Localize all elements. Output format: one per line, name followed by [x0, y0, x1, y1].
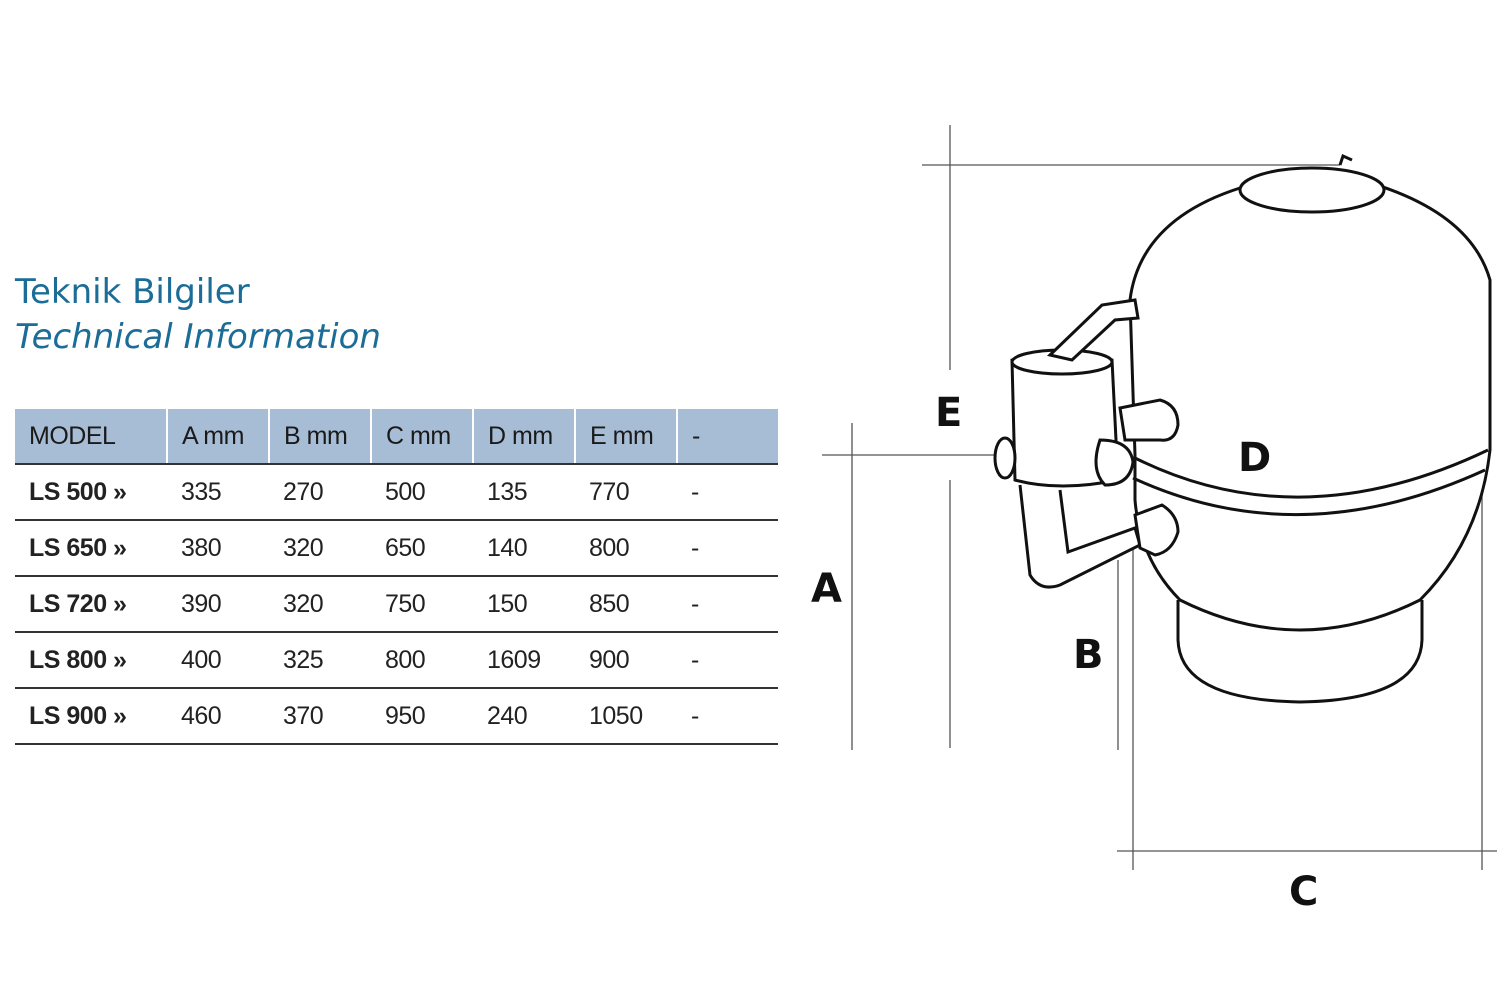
- title-turkish: Teknik Bilgiler: [15, 272, 250, 312]
- header-e: E mm: [575, 409, 678, 465]
- value-cell: 500: [371, 464, 473, 521]
- value-cell: 135: [473, 464, 575, 521]
- header-model: MODEL: [15, 409, 168, 465]
- model-cell: LS 900 »: [15, 688, 167, 745]
- value-cell: 325: [269, 632, 371, 689]
- model-cell: LS 720 »: [15, 576, 167, 633]
- value-cell: 750: [371, 576, 473, 633]
- value-cell: 400: [167, 632, 269, 689]
- dimension-label-e: E: [935, 390, 962, 436]
- header-extra: -: [677, 409, 778, 465]
- dimension-label-d: D: [1238, 435, 1271, 481]
- value-cell: 140: [473, 520, 575, 577]
- header-a: A mm: [167, 409, 270, 465]
- value-cell: 800: [575, 520, 677, 577]
- table-header-row: MODEL A mm B mm C mm D mm E mm -: [15, 409, 778, 465]
- model-cell: LS 650 »: [15, 520, 167, 577]
- value-cell: 900: [575, 632, 677, 689]
- value-cell: 390: [167, 576, 269, 633]
- value-cell: 800: [371, 632, 473, 689]
- model-cell: LS 500 »: [15, 464, 167, 521]
- value-cell: -: [677, 576, 778, 633]
- technical-table: MODEL A mm B mm C mm D mm E mm - LS 500 …: [15, 409, 778, 745]
- value-cell: -: [677, 688, 778, 745]
- value-cell: -: [677, 632, 778, 689]
- value-cell: 770: [575, 464, 677, 521]
- header-c: C mm: [371, 409, 474, 465]
- value-cell: 150: [473, 576, 575, 633]
- value-cell: 335: [167, 464, 269, 521]
- value-cell: -: [677, 464, 778, 521]
- dimension-label-b: B: [1073, 632, 1104, 678]
- value-cell: 320: [269, 576, 371, 633]
- title-english: Technical Information: [15, 317, 381, 357]
- value-cell: 1609: [473, 632, 575, 689]
- value-cell: 240: [473, 688, 575, 745]
- model-cell: LS 800 »: [15, 632, 167, 689]
- value-cell: 850: [575, 576, 677, 633]
- header-d: D mm: [473, 409, 576, 465]
- value-cell: 320: [269, 520, 371, 577]
- value-cell: -: [677, 520, 778, 577]
- filter-tank-illustration: [993, 153, 1492, 704]
- dimension-label-a: A: [811, 566, 842, 612]
- header-b: B mm: [269, 409, 372, 465]
- value-cell: 1050: [575, 688, 677, 745]
- value-cell: 950: [371, 688, 473, 745]
- value-cell: 650: [371, 520, 473, 577]
- value-cell: 370: [269, 688, 371, 745]
- value-cell: 460: [167, 688, 269, 745]
- value-cell: 270: [269, 464, 371, 521]
- dimension-label-c: C: [1289, 869, 1318, 915]
- value-cell: 380: [167, 520, 269, 577]
